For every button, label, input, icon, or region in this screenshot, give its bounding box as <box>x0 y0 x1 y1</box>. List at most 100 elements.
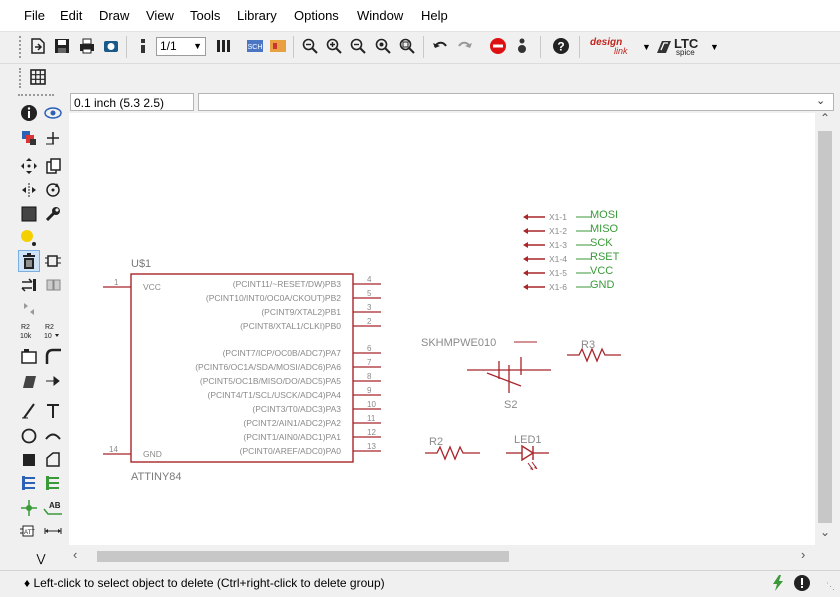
board-icon[interactable] <box>268 36 288 56</box>
chevron-down-icon[interactable]: ▼ <box>710 42 719 52</box>
junction-icon[interactable] <box>18 497 40 519</box>
circle-icon[interactable] <box>18 425 40 447</box>
menu-options[interactable]: Options <box>294 8 339 23</box>
menu-window[interactable]: Window <box>357 8 404 23</box>
text-icon[interactable] <box>42 400 64 422</box>
copy-icon[interactable] <box>42 155 64 177</box>
sch-icon[interactable]: SCH <box>245 36 265 56</box>
toolbar-grip[interactable] <box>19 36 23 58</box>
cam-icon[interactable] <box>101 36 121 56</box>
gateswap-icon[interactable] <box>42 274 64 296</box>
ic-pin-label: (PCINT10/INT0/OC0A/CKOUT)PB2 <box>206 293 341 303</box>
menu-draw[interactable]: Draw <box>99 8 130 23</box>
vertical-scroll-thumb[interactable] <box>818 131 832 523</box>
pinswap-icon[interactable] <box>18 274 40 296</box>
display-layers-icon[interactable] <box>18 127 40 149</box>
horizontal-scroll-thumb[interactable] <box>97 551 509 562</box>
menu-help[interactable]: Help <box>421 8 448 23</box>
ic-attiny84[interactable]: U$1 ATTINY84 VCC 1 GND 14 (PCINT11/~RESE… <box>103 258 381 483</box>
zoom-redraw-icon[interactable] <box>373 36 393 56</box>
zoom-out-icon[interactable] <box>348 36 368 56</box>
group-icon[interactable] <box>18 203 40 225</box>
paste-bulb-icon[interactable] <box>18 227 40 249</box>
attribute-icon[interactable]: ATT <box>18 520 40 542</box>
scroll-up-icon[interactable]: ⌃ <box>820 111 831 125</box>
led-body <box>521 444 535 462</box>
line-icon[interactable] <box>18 400 40 422</box>
schematic-canvas[interactable]: U$1 ATTINY84 VCC 1 GND 14 (PCINT11/~RESE… <box>69 113 815 545</box>
zoom-select-icon[interactable] <box>397 36 417 56</box>
delete-trash-icon[interactable] <box>18 250 40 272</box>
grid-icon[interactable] <box>28 67 48 87</box>
redo-icon[interactable] <box>455 36 475 56</box>
dimension-icon[interactable] <box>42 520 64 542</box>
menu-edit[interactable]: Edit <box>60 8 83 23</box>
menu-file[interactable]: File <box>24 8 45 23</box>
change-wrench-icon[interactable] <box>42 203 64 225</box>
optimize-icon[interactable] <box>42 370 64 392</box>
sheet-select[interactable]: 1/1 ▼ <box>156 37 206 56</box>
zoom-in-icon[interactable] <box>324 36 344 56</box>
resistor-r3[interactable]: R3 <box>567 339 621 363</box>
chevron-down-icon[interactable]: ▼ <box>642 42 651 52</box>
scroll-down-icon[interactable]: ⌄ <box>820 525 831 539</box>
move-icon[interactable] <box>18 155 40 177</box>
designlink-logo-text: design <box>590 37 623 48</box>
print-icon[interactable] <box>77 36 97 56</box>
menu-tools[interactable]: Tools <box>190 8 221 23</box>
zoom-fit-icon[interactable] <box>300 36 320 56</box>
resize-grip-icon[interactable]: ⋱ <box>826 581 835 591</box>
lightning-icon[interactable] <box>770 574 786 592</box>
horizontal-scrollbar[interactable]: ‹ › <box>69 545 815 567</box>
show-eye-icon[interactable] <box>42 102 64 124</box>
toolbar-grip[interactable] <box>19 68 23 88</box>
ic-pin-number: 14 <box>109 445 118 454</box>
replace-icon[interactable] <box>18 298 40 320</box>
menu-view[interactable]: View <box>146 8 174 23</box>
sheet-icon[interactable] <box>133 36 153 56</box>
led-name-label: LED1 <box>514 434 542 446</box>
mark-icon[interactable] <box>42 127 64 149</box>
go-icon[interactable] <box>512 36 532 56</box>
save-icon[interactable] <box>52 36 72 56</box>
stop-icon[interactable] <box>488 36 508 56</box>
miter-icon[interactable] <box>42 345 64 367</box>
header-pin-label: X1-6 <box>549 282 567 292</box>
scroll-left-icon[interactable]: ‹ <box>73 547 78 562</box>
stop-command-icon[interactable] <box>793 574 811 592</box>
designlink-button[interactable]: design link <box>588 36 638 58</box>
info-icon[interactable] <box>18 102 40 124</box>
export-icon[interactable] <box>28 36 48 56</box>
ltspice-button[interactable]: LTC spice <box>656 36 706 58</box>
polygon-icon[interactable] <box>42 449 64 471</box>
arc-icon[interactable] <box>42 425 64 447</box>
add-part-icon[interactable] <box>42 250 64 272</box>
command-line-input[interactable] <box>198 93 834 111</box>
bus-icon[interactable] <box>18 472 40 494</box>
label-icon[interactable]: AB <box>42 497 64 519</box>
toolbar-grip[interactable] <box>18 94 54 98</box>
smash-icon[interactable] <box>18 345 40 367</box>
menu-library[interactable]: Library <box>237 8 277 23</box>
switch-s2[interactable]: SKHMPWE010 S2 <box>421 337 551 411</box>
command-history-chevron-icon[interactable]: ⌄ <box>816 95 826 107</box>
rotate-icon[interactable] <box>42 179 64 201</box>
help-icon[interactable]: ? <box>551 36 571 56</box>
rectangle-icon[interactable] <box>18 449 40 471</box>
chevron-down-icon: ▼ <box>193 41 202 51</box>
ic-pin-number: 8 <box>367 372 372 381</box>
net-icon[interactable] <box>42 472 64 494</box>
more-chevron-icon[interactable]: ⋁ <box>36 552 46 565</box>
mirror-icon[interactable] <box>18 179 40 201</box>
scroll-right-icon[interactable]: › <box>801 547 806 562</box>
vertical-scrollbar[interactable]: ⌃ ⌄ <box>815 111 835 545</box>
split-icon[interactable] <box>18 370 40 392</box>
undo-icon[interactable] <box>430 36 450 56</box>
resistor-r2[interactable]: R2 <box>425 436 480 461</box>
switch-name-label: S2 <box>504 399 517 411</box>
sheets-panel-icon[interactable] <box>214 36 234 56</box>
led-led1[interactable]: LED1 <box>506 434 549 471</box>
